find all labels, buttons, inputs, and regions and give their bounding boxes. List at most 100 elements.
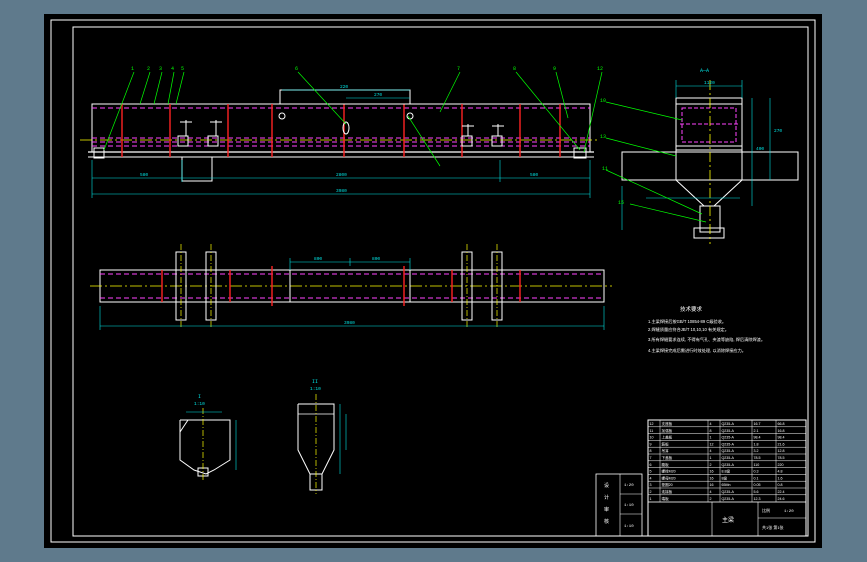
outer-frame bbox=[50, 19, 816, 543]
front-balloon-7: 7 bbox=[457, 66, 460, 72]
front-view[interactable]: 580 2800 580 3980 220 270 1 2 3 bbox=[80, 66, 603, 198]
parts-table-cell: 2 bbox=[650, 490, 652, 494]
paper bbox=[44, 14, 822, 548]
detail-2-dims bbox=[339, 404, 347, 474]
detail-view-1[interactable]: I 1:10 bbox=[179, 394, 237, 482]
parts-table-cell: 4.8 bbox=[778, 470, 783, 474]
parts-table-cell: 螺栓M20 bbox=[662, 469, 676, 474]
parts-table-cell: 22.4 bbox=[778, 490, 785, 494]
parts-table-cell: 65Mn bbox=[722, 483, 731, 487]
front-dim-middle: 2800 bbox=[336, 172, 347, 178]
scale-label: 比例 bbox=[762, 507, 770, 513]
side-dimension-lines bbox=[621, 80, 771, 230]
parts-table-cell: 1 bbox=[650, 497, 652, 501]
parts-table-cell: 0.1 bbox=[754, 476, 759, 480]
parts-table-cell: Q235-A bbox=[722, 456, 735, 460]
front-balloon-5: 5 bbox=[181, 66, 184, 72]
plan-dimension-lines bbox=[99, 258, 605, 330]
note-line-1: 1.主梁焊接后按GB/T 10854-89 C级验收。 bbox=[648, 318, 726, 325]
detail-2-title: II bbox=[312, 379, 318, 385]
parts-table-cell: 10 bbox=[650, 436, 654, 440]
parts-table-cell: 8.8级 bbox=[722, 469, 731, 474]
parts-table-cell: 0.3 bbox=[754, 470, 759, 474]
parts-table-cell: 8级 bbox=[722, 475, 728, 480]
side-dim-web: 270 bbox=[774, 128, 782, 134]
detail-1-title: I bbox=[198, 394, 201, 400]
parts-table-cell: 5 bbox=[650, 470, 652, 474]
parts-table-cell: 1.8 bbox=[754, 442, 759, 446]
parts-table-cell: 78.5 bbox=[778, 456, 785, 460]
parts-table-cell: 端板 bbox=[662, 496, 670, 501]
parts-table-cell: 2 bbox=[710, 497, 712, 501]
front-dim-right: 580 bbox=[530, 172, 538, 178]
parts-table-cell: 12.3 bbox=[754, 497, 761, 501]
detail-1-scale: 1:10 bbox=[194, 401, 205, 407]
detail-2-scale: 1:10 bbox=[310, 386, 321, 392]
front-dim-lug-span: 220 bbox=[340, 84, 348, 90]
note-line-4: 4.主梁焊接完成后需进行时效处理, 以消除焊接应力。 bbox=[648, 347, 746, 354]
front-leaders bbox=[103, 71, 603, 167]
parts-table-cell: 2.1 bbox=[754, 429, 759, 433]
parts-table-cell: 220 bbox=[778, 463, 784, 467]
parts-table-cell: 4 bbox=[650, 476, 652, 480]
front-dim-lug-offset: 270 bbox=[374, 92, 382, 98]
parts-table-cell: 110 bbox=[754, 463, 760, 467]
side-leaders bbox=[605, 101, 707, 223]
front-balloon-8: 8 bbox=[513, 66, 516, 72]
parts-table-cell: 6 bbox=[650, 463, 652, 467]
detail-view-2[interactable]: II 1:10 bbox=[297, 379, 347, 494]
parts-table-cell: 2 bbox=[710, 463, 712, 467]
side-balloon-11: 11 bbox=[602, 166, 608, 172]
parts-table-cell: 连接板 bbox=[662, 489, 673, 494]
notes-title: 技术要求 bbox=[680, 305, 703, 313]
front-dim-overall: 3980 bbox=[336, 188, 347, 194]
parts-table-cell: Q235-A bbox=[722, 442, 735, 446]
parts-table-cell: 1 bbox=[710, 456, 712, 460]
parts-table-cell: 98.4 bbox=[754, 436, 761, 440]
parts-table-cell: 12.8 bbox=[778, 449, 785, 453]
plan-view[interactable]: 800 800 3980 bbox=[90, 244, 612, 330]
note-line-2: 2.焊缝质量应符合JB/T 10,10,10 有关规定。 bbox=[648, 326, 729, 333]
parts-table-cell: 4 bbox=[710, 490, 712, 494]
parts-table-cell: 垫圈20 bbox=[662, 482, 673, 487]
parts-table-cell: Q235-A bbox=[722, 463, 735, 467]
parts-table-cell: 9 bbox=[650, 442, 652, 446]
front-dim-left: 580 bbox=[140, 172, 148, 178]
revision-label-1: 设 bbox=[604, 482, 609, 489]
parts-table-cell: 8 bbox=[650, 449, 652, 453]
parts-table-cell: 筋板 bbox=[662, 441, 670, 446]
parts-table-cell: Q235-A bbox=[722, 497, 735, 501]
parts-table-cell: 66.8 bbox=[778, 422, 785, 426]
plan-dim-overall: 3980 bbox=[344, 320, 355, 326]
parts-table-cell: Q235-A bbox=[722, 422, 735, 426]
sheet-label: 共1张 第1张 bbox=[762, 524, 784, 530]
parts-table-cell: Q235-A bbox=[722, 429, 735, 433]
parts-table-cell: 16 bbox=[710, 470, 714, 474]
revision-block[interactable]: 设 计 审 核 1:20 1:10 1:10 bbox=[595, 473, 643, 537]
front-balloon-2: 2 bbox=[147, 66, 150, 72]
side-dim-height: 400 bbox=[756, 146, 764, 152]
parts-table-cell: 支座板 bbox=[662, 421, 673, 426]
detail-1-dims bbox=[186, 411, 237, 470]
parts-table-cell: 12 bbox=[710, 442, 714, 446]
side-section-view[interactable]: A—A bbox=[600, 68, 799, 244]
parts-table-cell: 24.6 bbox=[778, 497, 785, 501]
revision-label-2: 计 bbox=[604, 494, 609, 501]
parts-table-cell: 螺母M20 bbox=[662, 475, 676, 480]
revision-scale-1: 1:20 bbox=[624, 484, 634, 488]
plan-support-centers bbox=[180, 244, 498, 328]
parts-table-cell: 11 bbox=[650, 429, 654, 433]
parts-table-cell: 加强板 bbox=[662, 428, 673, 433]
parts-table-cell: Q235-A bbox=[722, 449, 735, 453]
revision-scale-2: 1:10 bbox=[624, 504, 634, 508]
parts-table-cell: 5.6 bbox=[754, 490, 759, 494]
front-supports bbox=[177, 120, 504, 182]
parts-table-cell: Q235-A bbox=[722, 490, 735, 494]
revision-block-frame bbox=[595, 473, 643, 537]
parts-table-grid bbox=[648, 420, 806, 502]
parts-table-cell: 4 bbox=[710, 422, 712, 426]
front-balloon-12: 12 bbox=[597, 66, 603, 72]
